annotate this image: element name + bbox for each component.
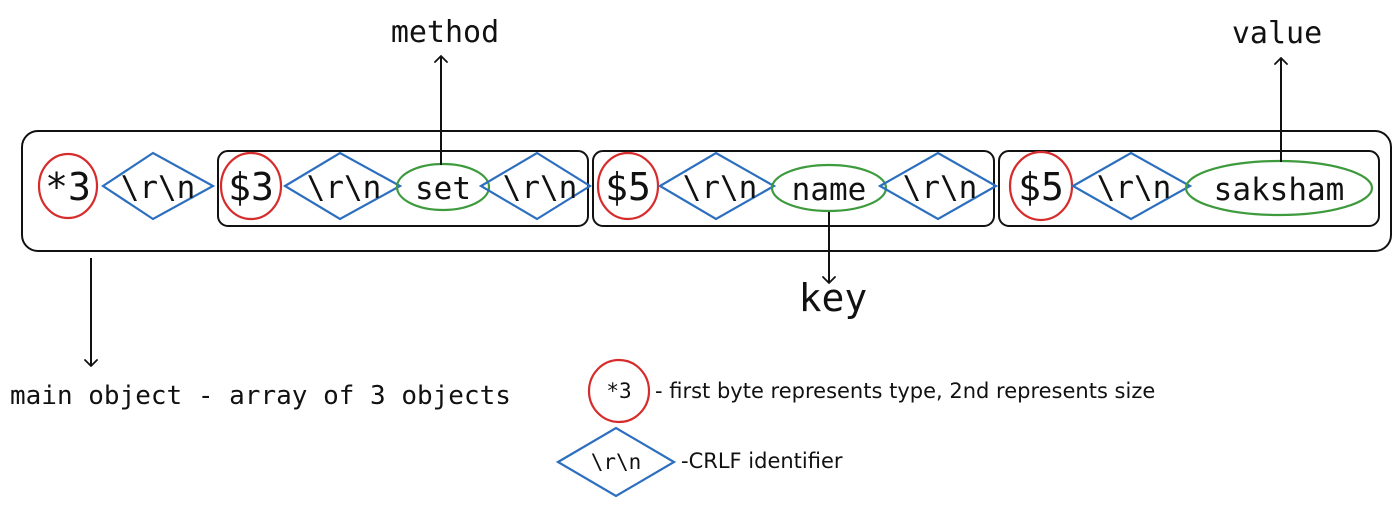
method-token: set	[415, 171, 471, 207]
length-marker: $3	[228, 165, 274, 209]
legend-type-marker-circle	[587, 358, 651, 424]
legend-type-marker-desc: - first byte represents type, 2nd repres…	[655, 379, 1155, 403]
type-marker-circle	[37, 152, 99, 220]
key-token: name	[792, 172, 867, 208]
value-label: value	[1232, 16, 1322, 51]
crlf-label: \r\n	[503, 170, 578, 206]
main-object-box	[21, 130, 1392, 252]
method-label: method	[391, 15, 499, 50]
length-marker: $5	[605, 165, 651, 209]
legend-crlf-sample: \r\n	[591, 450, 642, 474]
crlf-diamond	[282, 151, 403, 221]
crlf-diamond	[1070, 151, 1193, 221]
crlf-label: \r\n	[1097, 170, 1172, 206]
main-object-label: main object - array of 3 objects	[10, 381, 511, 411]
crlf-diamond	[101, 151, 216, 221]
segment-box-value	[998, 150, 1380, 227]
crlf-label: \r\n	[903, 170, 978, 206]
crlf-label: \r\n	[307, 170, 382, 206]
token-ellipse	[395, 162, 491, 212]
length-marker: $5	[1018, 165, 1064, 209]
crlf-label: \r\n	[121, 170, 196, 206]
token-ellipse	[1184, 159, 1374, 217]
type-marker-circle	[219, 151, 283, 221]
key-label: key	[799, 276, 868, 320]
legend-crlf-desc: -CRLF identifier	[681, 449, 843, 473]
crlf-diamond	[877, 151, 999, 221]
segment-box-key	[592, 150, 995, 227]
crlf-diamond	[478, 151, 593, 221]
crlf-label: \r\n	[683, 170, 758, 206]
value-token: saksham	[1214, 172, 1345, 208]
legend-type-marker-sample: *3	[606, 379, 631, 403]
legend-crlf-diamond	[555, 426, 677, 498]
crlf-diamond	[657, 151, 777, 221]
array-marker: *3	[45, 165, 91, 209]
token-ellipse	[770, 163, 888, 213]
